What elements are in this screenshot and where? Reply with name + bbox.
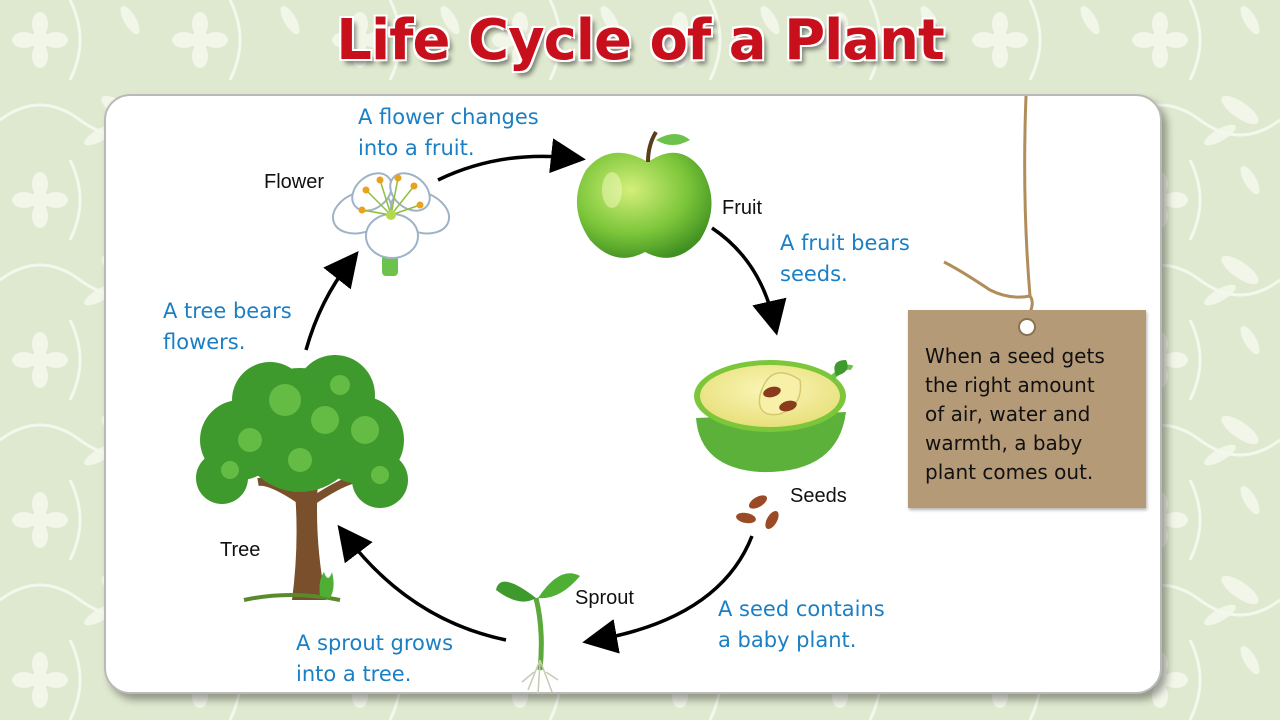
tag-hole (1018, 318, 1036, 336)
tag-line: When a seed gets (925, 344, 1105, 368)
sprout-icon (496, 573, 580, 695)
caption-tree-to-flower: A tree bears flowers. (163, 296, 292, 358)
apple-icon (576, 130, 712, 258)
caption-line: A flower changes (358, 105, 539, 129)
tag-line: warmth, a baby (925, 431, 1083, 455)
caption-line: into a fruit. (358, 136, 475, 160)
caption-line: A tree bears (163, 299, 292, 323)
tree-icon (196, 355, 408, 602)
caption-sprout-to-tree: A sprout grows into a tree. (296, 628, 453, 690)
caption-line: a baby plant. (718, 628, 857, 652)
tag-line: of air, water and (925, 402, 1091, 426)
arrow-seeds-to-sprout (582, 535, 754, 654)
info-tag (908, 310, 1146, 508)
arrow-flower-to-fruit (437, 138, 586, 182)
arrow-fruit-to-seeds (711, 226, 787, 336)
half-apple-icon (694, 360, 854, 473)
stage-label-tree: Tree (220, 539, 261, 561)
caption-seeds-to-sprout: A seed contains a baby plant. (718, 594, 885, 656)
seeds-icon (736, 495, 779, 530)
caption-line: seeds. (780, 262, 848, 286)
caption-fruit-to-seeds: A fruit bears seeds. (780, 228, 910, 290)
caption-line: A seed contains (718, 597, 885, 621)
caption-line: A fruit bears (780, 231, 910, 255)
stage-label-fruit: Fruit (722, 197, 762, 219)
tag-string (943, 95, 1034, 321)
caption-line: A sprout grows (296, 631, 454, 655)
caption-flower-to-fruit: A flower changes into a fruit. (358, 102, 539, 164)
flower-icon (331, 172, 451, 276)
arrow-sprout-to-tree (337, 524, 507, 642)
stage-label-seeds: Seeds (790, 485, 847, 507)
caption-line: flowers. (163, 330, 246, 354)
caption-line: into a tree. (296, 662, 412, 686)
page-title: Life Cycle of a Plant (336, 8, 944, 73)
arrow-tree-to-flower (304, 251, 359, 351)
tag-line: the right amount (925, 373, 1095, 397)
tag-line: plant comes out. (925, 460, 1094, 484)
info-tag-text: When a seed gets the right amount of air… (925, 342, 1140, 487)
stage-label-sprout: Sprout (575, 587, 634, 609)
stage-label-flower: Flower (264, 171, 325, 193)
